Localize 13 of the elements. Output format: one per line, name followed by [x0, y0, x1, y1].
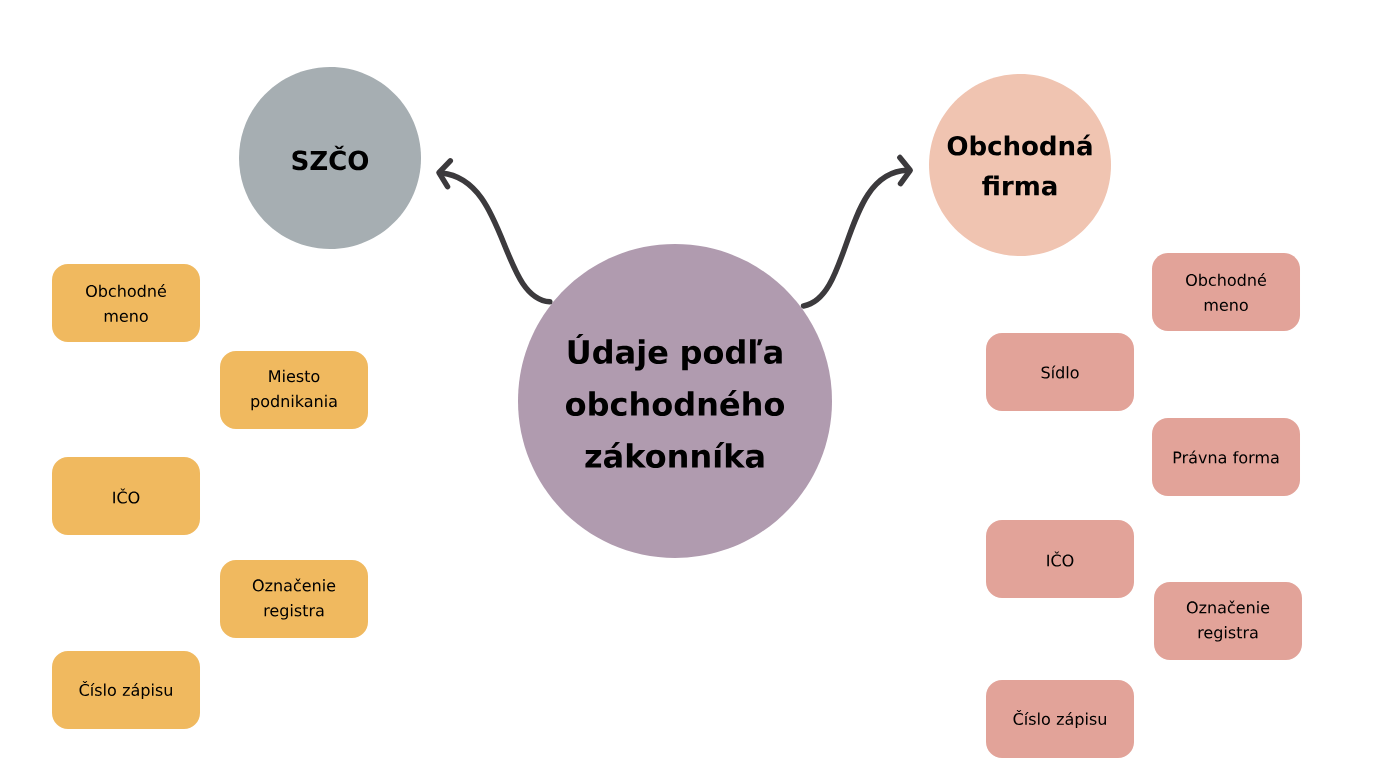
item-box: Označenie registra	[220, 560, 368, 638]
item-box: IČO	[52, 457, 200, 535]
curved-arrow	[800, 154, 913, 309]
item-box: Číslo zápisu	[52, 651, 200, 729]
item-box: Obchodné meno	[52, 264, 200, 342]
item-box: Číslo zápisu	[986, 680, 1134, 758]
item-box: Miesto podnikania	[220, 351, 368, 429]
item-box: Obchodné meno	[1152, 253, 1300, 331]
item-box: Označenie registra	[1154, 582, 1302, 660]
item-box: Právna forma	[1152, 418, 1300, 496]
item-box: IČO	[986, 520, 1134, 598]
item-box: Sídlo	[986, 333, 1134, 411]
curved-arrow	[436, 158, 553, 305]
